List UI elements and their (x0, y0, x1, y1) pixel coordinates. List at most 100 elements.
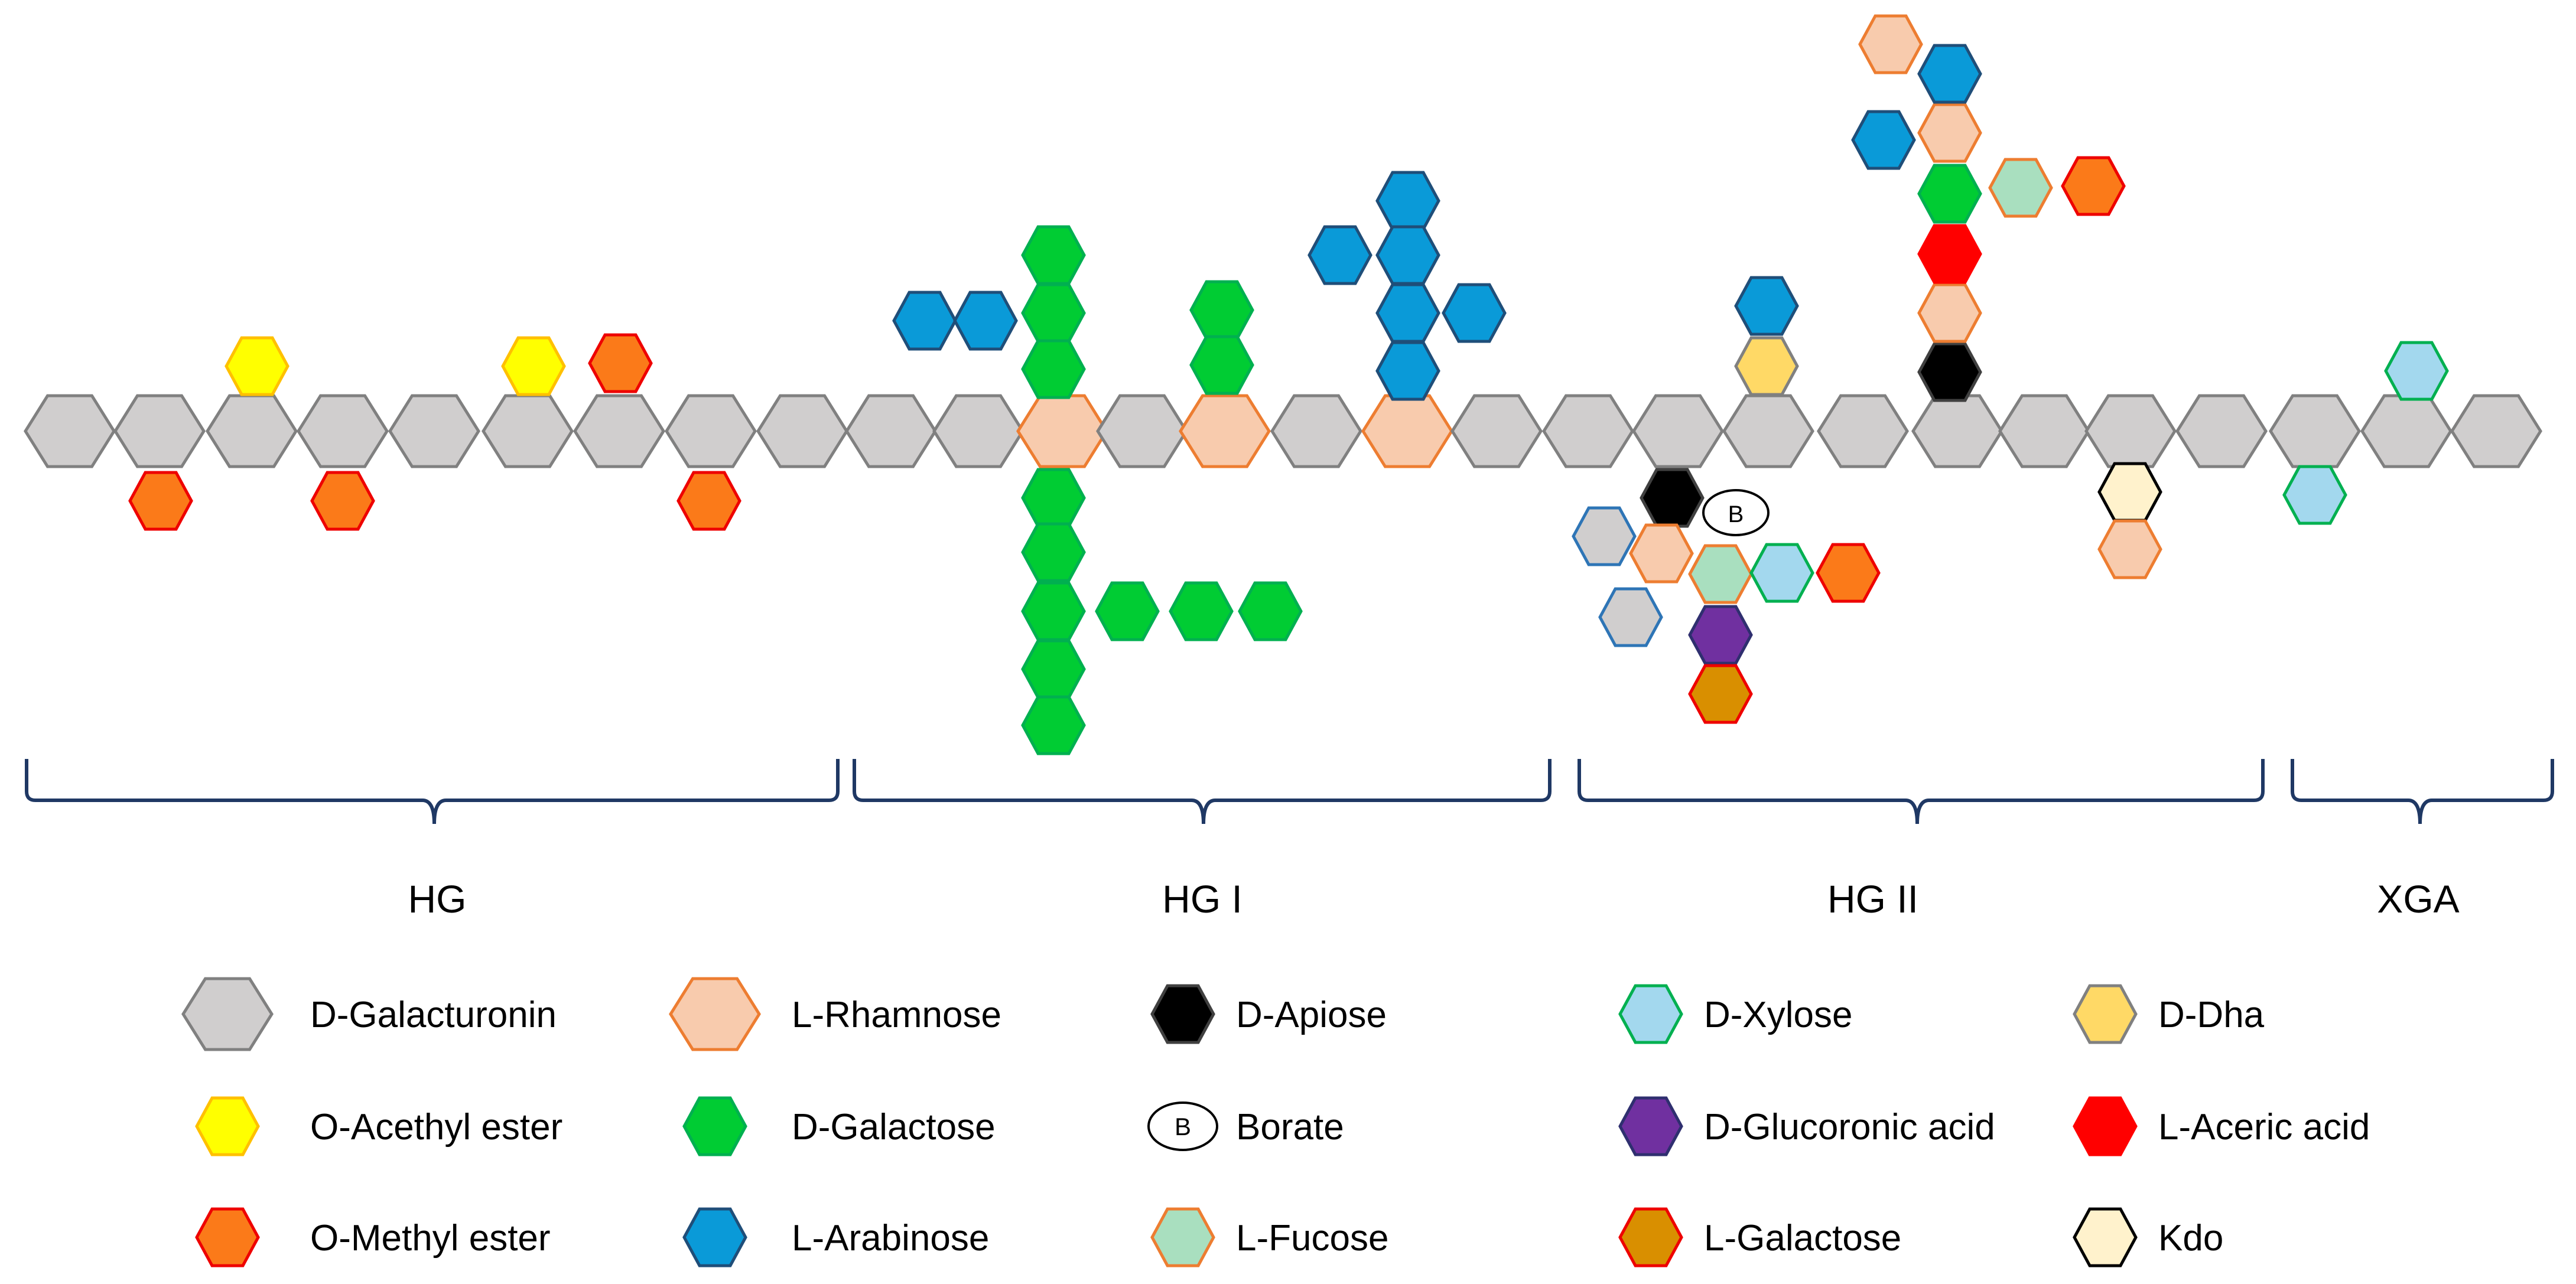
borate-symbol: B (1728, 501, 1744, 527)
side-arabinose-residue (892, 291, 957, 351)
legend-label-arabinose: L-Arabinose (792, 1218, 989, 1259)
apiose-swatch (1150, 984, 1215, 1044)
side-arabinose-residue (1375, 341, 1440, 401)
backbone-galacturonic-residue (1817, 394, 1909, 468)
acetyl-swatch (195, 1096, 260, 1156)
section-label-hg-ii: HG II (1827, 877, 1918, 921)
legend-item-glucuronic: D-Glucoronic acid (1618, 1096, 1995, 1156)
side-arabinose-residue (1375, 225, 1440, 285)
side-apiose-residue (1640, 468, 1705, 528)
side-arabinose-residue (1917, 44, 1982, 104)
legend-label-dha: D-Dha (2158, 995, 2265, 1035)
legend-item-methyl: O-Methyl ester (195, 1207, 551, 1267)
galacturonic-swatch (181, 977, 274, 1051)
legend-item-acetyl: O-Acethyl ester (195, 1096, 562, 1156)
side-methyl-residue (128, 471, 193, 531)
side-galactose-residue (1169, 581, 1234, 641)
legend-label-lgalactose: L-Galactose (1704, 1218, 1901, 1259)
aceric-swatch (2073, 1096, 2138, 1156)
side-methyl-residue (2061, 156, 2126, 216)
backbone-galacturonic-residue (2269, 394, 2361, 468)
side-lgalactose-residue (1688, 664, 1753, 724)
legend-item-galacturonic: D-Galacturonin (181, 977, 557, 1051)
side-galactose-residue (1021, 339, 1086, 399)
backbone-galacturonic-residue (2360, 394, 2453, 468)
legend-item-dha: D-Dha (2073, 984, 2265, 1044)
side-methyl-residue (310, 471, 375, 531)
legend-label-xylose: D-Xylose (1704, 995, 1853, 1035)
backbone-rhamnose-residue (1361, 394, 1453, 468)
residue-layer: B (24, 14, 2542, 755)
section-label-hg-i: HG I (1162, 877, 1243, 921)
side-xylose-residue (1749, 543, 1814, 603)
backbone-galacturonic-residue (932, 394, 1024, 468)
side-galactose-residue (1021, 581, 1086, 641)
side-galactose-residue (1021, 522, 1086, 582)
side-xylose-residue (2384, 341, 2449, 401)
legend-item-arabinose: L-Arabinose (682, 1207, 989, 1267)
side-methyl-residue (676, 471, 741, 531)
backbone-galacturonic-residue (756, 394, 848, 468)
backbone-rhamnose-residue (1179, 394, 1271, 468)
dha-swatch (2073, 984, 2138, 1044)
backbone-galacturonic-residue (482, 394, 574, 468)
side-galactose-residue (1189, 335, 1254, 395)
bracket-xga (2291, 759, 2554, 825)
side-galacturonic-residue (1572, 506, 1637, 566)
side-glucuronic-residue (1688, 605, 1753, 665)
backbone-galacturonic-residue (1722, 394, 1814, 468)
borate-marker: B (1702, 489, 1770, 536)
legend-label-rhamnose: L-Rhamnose (792, 995, 1001, 1035)
side-arabinose-residue (1442, 283, 1507, 343)
side-dha-residue (1734, 336, 1799, 396)
borate-swatch (1147, 1101, 1218, 1151)
side-acetyl-residue (225, 336, 290, 396)
section-label-hg: HG (408, 877, 467, 921)
backbone-galacturonic-residue (206, 394, 298, 468)
backbone-galacturonic-residue (1542, 394, 1634, 468)
side-galactose-residue (1021, 283, 1086, 343)
section-label-xga: XGA (2377, 877, 2459, 921)
side-kdo-residue (2097, 462, 2162, 522)
side-rhamnose-residue (2097, 519, 2162, 579)
side-galactose-residue (1189, 280, 1254, 340)
side-methyl-residue (588, 333, 653, 393)
backbone-galacturonic-residue (665, 394, 757, 468)
backbone-galacturonic-residue (2084, 394, 2177, 468)
legend-item-xylose: D-Xylose (1618, 984, 1853, 1044)
side-arabinose-residue (1307, 225, 1372, 285)
side-rhamnose-residue (1629, 523, 1694, 584)
legend-label-aceric: L-Aceric acid (2158, 1107, 2370, 1148)
legend-label-galacturonic: D-Galacturonin (310, 995, 557, 1035)
backbone-galacturonic-residue (573, 394, 665, 468)
legend-label-glucuronic: D-Glucoronic acid (1704, 1107, 1995, 1148)
galactose-swatch (682, 1096, 747, 1156)
side-rhamnose-residue (1917, 103, 1982, 163)
side-galactose-residue (1021, 225, 1086, 285)
legend-label-methyl: O-Methyl ester (310, 1218, 551, 1259)
side-fucose-residue (1988, 158, 2053, 218)
xylose-swatch (1618, 984, 1683, 1044)
backbone-galacturonic-residue (113, 394, 206, 468)
borate-swatch-symbol: B (1175, 1113, 1191, 1140)
legend-item-kdo: Kdo (2073, 1207, 2223, 1267)
legend-item-lgalactose: L-Galactose (1618, 1207, 1901, 1267)
backbone-galacturonic-residue (297, 394, 389, 468)
glucuronic-swatch (1618, 1096, 1683, 1156)
side-methyl-residue (1816, 543, 1881, 603)
backbone-galacturonic-residue (2450, 394, 2542, 468)
legend-label-apiose: D-Apiose (1236, 995, 1387, 1035)
bracket-hg-i (853, 759, 1552, 825)
methyl-swatch (195, 1207, 260, 1267)
side-aceric-residue (1917, 224, 1982, 284)
side-xylose-residue (2282, 465, 2347, 525)
backbone-galacturonic-residue (1911, 394, 2003, 468)
backbone-galacturonic-residue (1998, 394, 2090, 468)
lgalactose-swatch (1618, 1207, 1683, 1267)
side-arabinose-residue (953, 291, 1018, 351)
backbone-rhamnose-residue (1016, 394, 1108, 468)
legend-label-kdo: Kdo (2158, 1218, 2223, 1259)
side-fucose-residue (1688, 544, 1753, 604)
legend-label-galactose: D-Galactose (792, 1107, 996, 1148)
side-galactose-residue (1238, 581, 1303, 641)
